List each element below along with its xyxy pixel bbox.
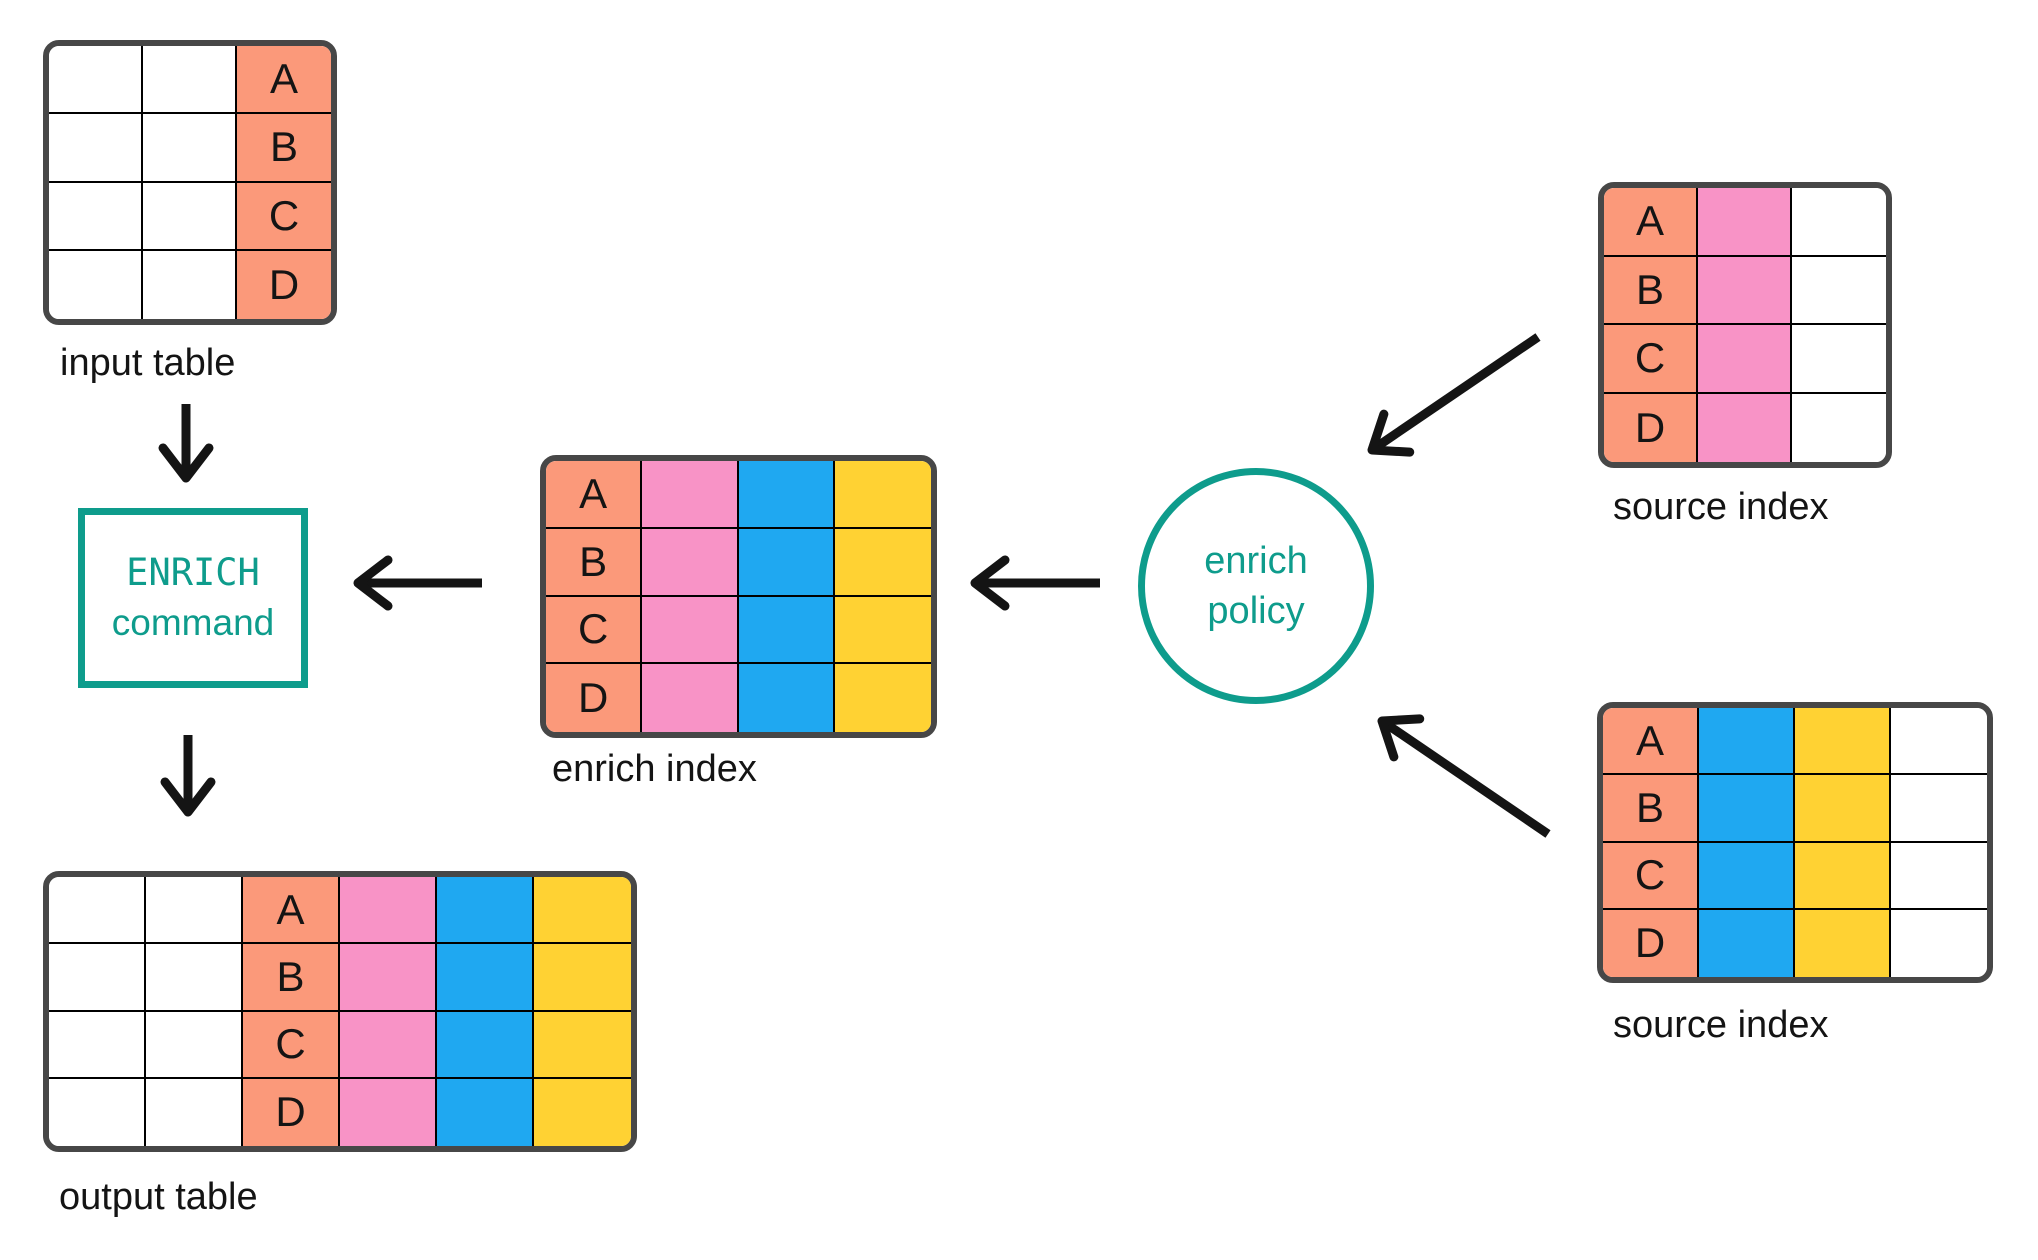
table-cell (49, 250, 143, 319)
source-index-label-bottom: source index (1613, 1004, 1829, 1046)
table-cell (143, 46, 237, 115)
table-cell (738, 461, 835, 529)
table-cell (143, 182, 237, 251)
enrich-policy-circle: enrich policy (1138, 468, 1374, 704)
table-cell (146, 1078, 243, 1146)
table-cell (1698, 325, 1792, 394)
table-cell-letter: D (1604, 393, 1698, 462)
enrich-command-keyword: ENRICH (126, 551, 260, 595)
table-cell (1698, 393, 1792, 462)
table-cell-letter: D (237, 250, 331, 319)
table-cell (738, 596, 835, 665)
table-cell (1699, 909, 1795, 977)
table-cell (642, 528, 739, 597)
enrich-index-label: enrich index (552, 748, 757, 790)
table-cell (834, 596, 931, 665)
table-cell (1891, 842, 1987, 910)
table-cell (1891, 775, 1987, 843)
table-cell-letter: C (1603, 842, 1699, 910)
table-cell (1795, 842, 1891, 910)
table-cell (340, 1011, 437, 1079)
table-cell (437, 877, 534, 945)
table-cell-letter: B (1603, 775, 1699, 843)
table-cell (1698, 188, 1792, 257)
table-cell (534, 944, 631, 1012)
table-cell (437, 1011, 534, 1079)
table-cell (437, 1078, 534, 1146)
enrich-command-word: command (111, 602, 275, 643)
table-cell (49, 1078, 146, 1146)
table-cell (146, 1011, 243, 1079)
table-cell-letter: B (237, 114, 331, 183)
table-cell-letter: A (1603, 708, 1699, 776)
table-cell (340, 877, 437, 945)
table-cell (340, 1078, 437, 1146)
table-cell (1698, 256, 1792, 325)
table-cell (49, 877, 146, 945)
table-cell (834, 528, 931, 597)
table-cell-letter: B (1604, 256, 1698, 325)
table-cell (534, 1011, 631, 1079)
table-cell (1891, 909, 1987, 977)
table-cell (738, 528, 835, 597)
input-table-label: input table (60, 342, 236, 384)
table-cell (1795, 909, 1891, 977)
table-cell (642, 596, 739, 665)
arrow-source-bottom-to-policy (1377, 714, 1551, 838)
table-cell-letter: D (243, 1078, 340, 1146)
table-cell (1891, 708, 1987, 776)
table-cell-letter: C (546, 596, 643, 665)
table-cell-letter: A (243, 877, 340, 945)
table-cell-letter: D (1603, 909, 1699, 977)
table-cell (340, 944, 437, 1012)
table-cell-letter: C (1604, 325, 1698, 394)
table-cell (738, 664, 835, 732)
table-cell-letter: B (243, 944, 340, 1012)
table-cell-letter: C (243, 1011, 340, 1079)
table-cell (1792, 393, 1886, 462)
table-cell (834, 461, 931, 529)
table-cell (1795, 775, 1891, 843)
table-cell-letter: A (237, 46, 331, 115)
table-cell (143, 114, 237, 183)
table-cell (1699, 708, 1795, 776)
output-table-label: output table (59, 1176, 258, 1218)
arrow-source-top-to-policy (1367, 333, 1541, 457)
table-cell (49, 46, 143, 115)
table-cell (534, 877, 631, 945)
table-cell (1792, 256, 1886, 325)
enrich-command-box: ENRICH command (78, 508, 308, 688)
table-cell-letter: D (546, 664, 643, 732)
table-cell (1795, 708, 1891, 776)
table-cell (49, 182, 143, 251)
enrich-policy-line1: enrich (1204, 539, 1308, 582)
table-cell (146, 877, 243, 945)
table-cell (642, 664, 739, 732)
table-cell (1699, 842, 1795, 910)
table-cell (49, 944, 146, 1012)
table-cell (1699, 775, 1795, 843)
table-cell (1792, 325, 1886, 394)
table-cell-letter: A (546, 461, 643, 529)
table-cell-letter: A (1604, 188, 1698, 257)
table-cell (143, 250, 237, 319)
table-cell (49, 114, 143, 183)
table-cell (146, 944, 243, 1012)
enrich-policy-line2: policy (1207, 590, 1305, 632)
table-cell-letter: B (546, 528, 643, 597)
source-index-label-top: source index (1613, 486, 1829, 528)
table-cell (1792, 188, 1886, 257)
table-cell-letter: C (237, 182, 331, 251)
table-cell (437, 944, 534, 1012)
table-cell (642, 461, 739, 529)
table-cell (834, 664, 931, 732)
table-cell (49, 1011, 146, 1079)
table-cell (534, 1078, 631, 1146)
